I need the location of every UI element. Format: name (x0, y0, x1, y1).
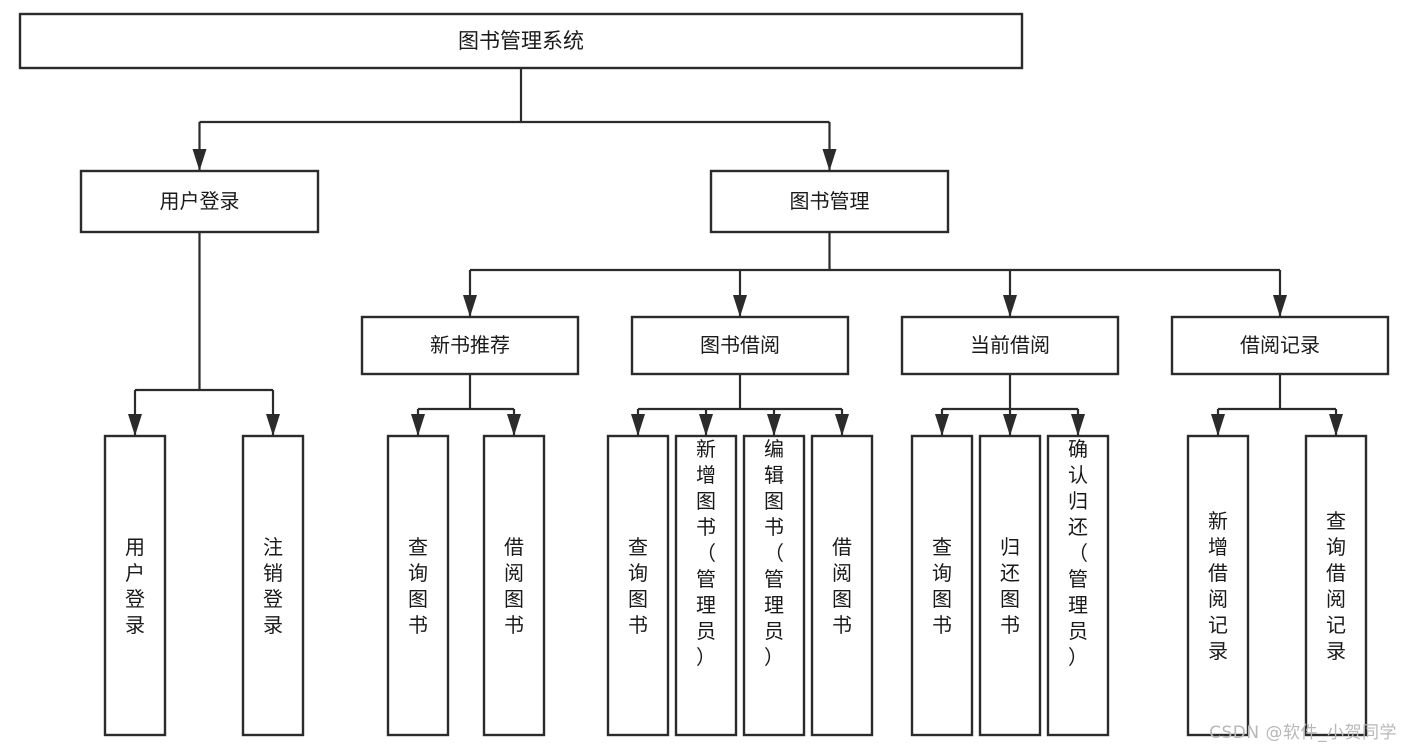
arrow-head-icon (835, 414, 849, 436)
node-label-current-borrow: 当前借阅 (970, 333, 1050, 357)
leaf-label-leaf-confirm-return: 确认归还（管理员） (1068, 437, 1088, 669)
leaf-box-leaf-query-record (1304, 434, 1368, 737)
leaf-leaf-edit-book[interactable]: 编辑图书（管理员） (742, 434, 806, 737)
leaf-box-leaf-add-record (1186, 434, 1250, 737)
arrow-head-icon (935, 414, 949, 436)
arrow-head-icon (1003, 295, 1017, 317)
arrow-head-icon (733, 295, 747, 317)
leaf-box-leaf-borrow-book-2 (810, 434, 874, 737)
node-root[interactable]: 图书管理系统 (18, 12, 1024, 70)
leaf-box-leaf-confirm-return (1046, 434, 1110, 737)
leaf-label-leaf-query-book-2: 查询图书 (628, 535, 648, 637)
arrow-head-icon (463, 295, 477, 317)
leaf-label-leaf-return-book: 归还图书 (1000, 535, 1020, 637)
node-label-root: 图书管理系统 (458, 29, 584, 53)
leaf-label-leaf-query-record: 查询借阅记录 (1326, 509, 1346, 663)
arrow-head-icon (1003, 414, 1017, 436)
leaf-label-leaf-user-login: 用户登录 (125, 535, 145, 637)
node-user-login[interactable]: 用户登录 (79, 169, 320, 234)
leaf-box-leaf-return-book (978, 434, 1042, 737)
node-label-borrow-record: 借阅记录 (1240, 333, 1320, 357)
leaf-label-leaf-add-record: 新增借阅记录 (1208, 509, 1228, 663)
leaf-leaf-query-record[interactable]: 查询借阅记录 (1304, 434, 1368, 737)
node-box-current-borrow (900, 315, 1120, 376)
node-current-borrow[interactable]: 当前借阅 (900, 315, 1120, 376)
arrow-head-icon (1071, 414, 1085, 436)
leaf-box-leaf-query-book-3 (910, 434, 974, 737)
leaf-box-leaf-query-book-1 (386, 434, 450, 737)
arrow-head-icon (822, 149, 837, 171)
connectors-layer (128, 68, 1343, 436)
leaf-box-leaf-edit-book (742, 434, 806, 737)
leaf-label-leaf-logout: 注销登录 (263, 535, 283, 637)
leaf-leaf-query-book-3[interactable]: 查询图书 (910, 434, 974, 737)
arrow-head-icon (266, 414, 280, 436)
leaf-label-leaf-borrow-book-1: 借阅图书 (504, 535, 524, 637)
leaf-label-leaf-borrow-book-2: 借阅图书 (832, 535, 852, 637)
leaf-leaf-query-book-2[interactable]: 查询图书 (606, 434, 670, 737)
node-new-book-recommend[interactable]: 新书推荐 (360, 315, 580, 376)
node-borrow-record[interactable]: 借阅记录 (1170, 315, 1390, 376)
node-box-book-borrow (630, 315, 850, 376)
leaf-box-leaf-query-book-2 (606, 434, 670, 737)
leaf-leaf-return-book[interactable]: 归还图书 (978, 434, 1042, 737)
arrow-head-icon (507, 414, 521, 436)
leaf-leaf-add-record[interactable]: 新增借阅记录 (1186, 434, 1250, 737)
leaf-box-leaf-add-book (674, 434, 738, 737)
node-box-new-book-recommend (360, 315, 580, 376)
leaf-label-leaf-query-book-1: 查询图书 (408, 535, 428, 637)
arrow-head-icon (699, 414, 713, 436)
node-box-root (18, 12, 1024, 70)
leaf-leaf-query-book-1[interactable]: 查询图书 (386, 434, 450, 737)
leaf-leaf-logout[interactable]: 注销登录 (241, 434, 305, 737)
node-label-user-login: 用户登录 (160, 189, 240, 213)
arrow-head-icon (1273, 295, 1287, 317)
csdn-watermark: CSDN @软件_小贺同学 (1209, 723, 1397, 743)
node-book-borrow[interactable]: 图书借阅 (630, 315, 850, 376)
leaf-leaf-borrow-book-1[interactable]: 借阅图书 (482, 434, 546, 737)
node-box-book-management (709, 169, 950, 234)
node-label-new-book-recommend: 新书推荐 (430, 333, 510, 357)
arrow-head-icon (631, 414, 645, 436)
leaf-label-leaf-add-book: 新增图书（管理员） (696, 437, 716, 669)
arrow-head-icon (1211, 414, 1225, 436)
leaf-leaf-confirm-return[interactable]: 确认归还（管理员） (1046, 434, 1110, 737)
node-label-book-management: 图书管理 (790, 189, 870, 213)
arrow-head-icon (192, 149, 207, 171)
leaf-box-leaf-borrow-book-1 (482, 434, 546, 737)
leaf-label-leaf-edit-book: 编辑图书（管理员） (764, 437, 784, 669)
node-book-management[interactable]: 图书管理 (709, 169, 950, 234)
nodes-layer: 用户登录图书管理用户登录注销登录新书推荐查询图书借阅图书图书借阅查询图书新增图书… (18, 12, 1390, 737)
leaf-leaf-borrow-book-2[interactable]: 借阅图书 (810, 434, 874, 737)
leaf-box-leaf-logout (241, 434, 305, 737)
arrow-head-icon (767, 414, 781, 436)
leaf-leaf-user-login[interactable]: 用户登录 (103, 434, 167, 737)
arrow-head-icon (128, 414, 142, 436)
arrow-head-icon (411, 414, 425, 436)
node-box-user-login (79, 169, 320, 234)
leaf-leaf-add-book[interactable]: 新增图书（管理员） (674, 434, 738, 737)
node-label-book-borrow: 图书借阅 (700, 333, 780, 357)
arrow-head-icon (1329, 414, 1343, 436)
leaf-label-leaf-query-book-3: 查询图书 (932, 535, 952, 637)
leaf-box-leaf-user-login (103, 434, 167, 737)
node-box-borrow-record (1170, 315, 1390, 376)
